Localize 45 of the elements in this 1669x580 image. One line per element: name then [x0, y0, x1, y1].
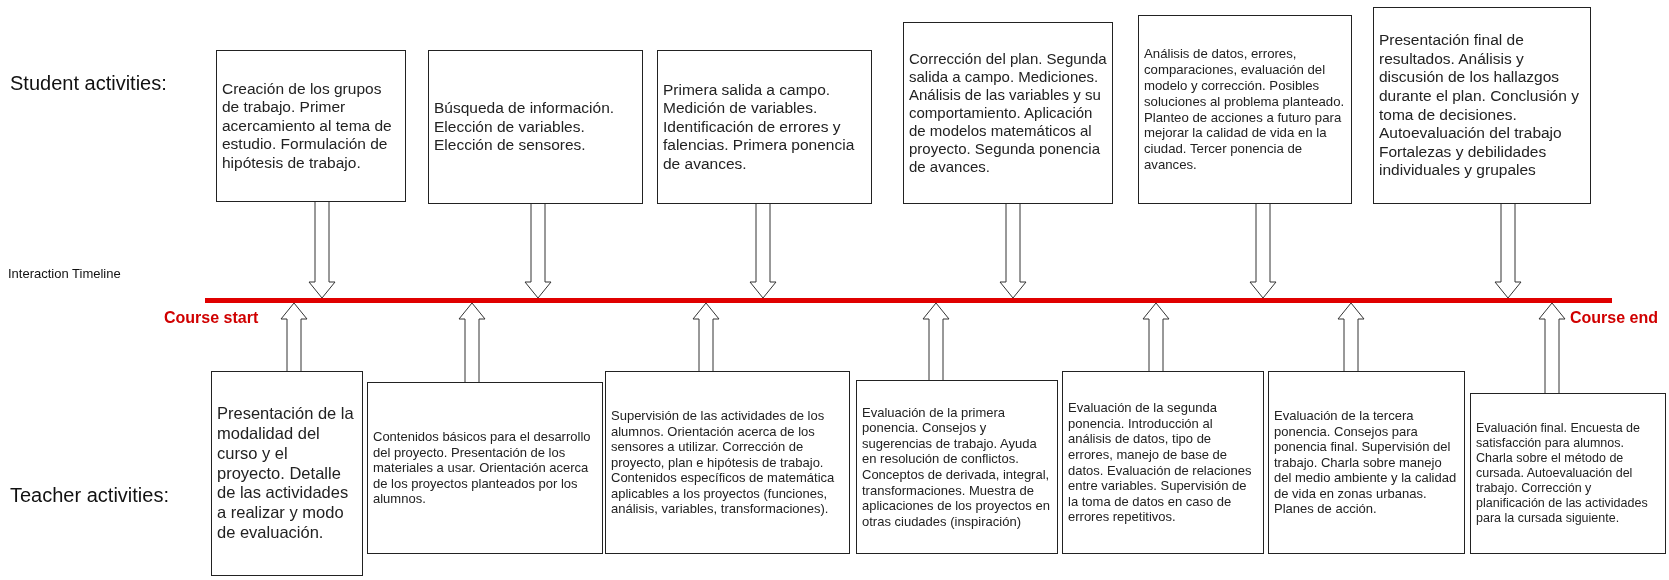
block-arrow [1337, 302, 1365, 372]
activity-text: Evaluación de la primera ponencia. Consejos y sugerencias de trabajo. Ayuda en resolución de conflictos. Conceptos de derivada, integral, transformaciones. Muestra de aplicaciones de los proyectos en otras ciudades (inspiración) [862, 404, 1051, 530]
activity-text: Corrección del plan. Segunda salida a campo. Mediciones. Análisis de las variables y su comportamiento. Aplicación de modelos matemáticos al proyecto. Segunda ponencia de avances. [909, 50, 1107, 176]
activity-box [1138, 15, 1352, 204]
block-arrow [999, 203, 1027, 299]
activity-text: Evaluación final. Encuesta de satisfacción para alumnos. Charla sobre el método de cursada. Autoevaluación del trabajo. Corrección y planificación de las actividades para la cursada siguiente. [1476, 421, 1649, 526]
activity-box [216, 50, 406, 202]
activity-box [605, 371, 850, 554]
block-arrow [458, 302, 486, 383]
timeline-label: Interaction Timeline [8, 266, 121, 281]
activity-box [1373, 7, 1591, 204]
block-arrow [524, 203, 552, 299]
activity-box [367, 382, 603, 554]
activity-box [1268, 371, 1465, 554]
block-arrow [308, 201, 336, 299]
block-arrow [1142, 302, 1170, 372]
activity-text: Presentación final de resultados. Análisis y discusión de los hallazgos durante el plan. Conclusión y toma de decisiones. Autoevaluación del trabajo Fortalezas y debilidades individuales y grupales [1379, 31, 1580, 180]
activity-box [1470, 393, 1666, 554]
block-arrow [922, 302, 950, 381]
activity-text: Análisis de datos, errores, comparaciones, evaluación del modelo y corrección. Posibles soluciones al problema planteado. Planteo de acciones a futuro para mejorar la calidad de vida en la ciudad. Tercer ponencia de avances. [1144, 46, 1346, 173]
block-arrow [1249, 203, 1277, 299]
start-label: Course start [164, 309, 259, 327]
block-arrow [692, 302, 720, 372]
end-label: Course end [1570, 309, 1658, 327]
block-arrow [1538, 302, 1566, 394]
activity-text: Evaluación de la segunda ponencia. Introducción al análisis de datos, tipo de errores, manejo de base de datos. Evaluación de relaciones entre variables. Supervisión de la toma de datos en caso de errores repetitivos. [1068, 400, 1253, 525]
block-arrow [749, 203, 777, 299]
row-heading: Teacher activities: [10, 484, 169, 507]
activity-text: Presentación de la modalidad del curso y el proyecto. Detalle de las actividades a realizar y modo de evaluación. [217, 404, 355, 543]
activity-box [428, 50, 643, 204]
activity-text: Supervisión de las actividades de los alumnos. Orientación acerca de los sensores a utilizar. Corrección de proyecto, plan e hipótesis de trabajo. Contenidos específicos de matemática aplicables a los proyectos (funciones, análisis, variables, transformaciones). [611, 407, 836, 518]
activity-text: Evaluación de la tercera ponencia. Consejos para ponencia final. Supervisión del trabajo. Charla sobre manejo del medio ambiente y la calidad de vida en zonas urbanas. Planes de acción. [1274, 407, 1458, 518]
timeline-bar [205, 298, 1612, 303]
activity-text: Primera salida a campo. Medición de variables. Identificación de errores y falencias. Primera ponencia de avances. [663, 80, 856, 174]
activity-box [211, 371, 363, 576]
activity-box [856, 380, 1058, 554]
block-arrow [280, 302, 308, 372]
activity-text: Creación de los grupos de trabajo. Primer acercamiento al tema de estudio. Formulación de hipótesis de trabajo. [222, 79, 393, 173]
block-arrow [1494, 203, 1522, 299]
activity-box [657, 50, 872, 204]
activity-box [1062, 371, 1264, 554]
row-heading: Student activities: [10, 72, 167, 95]
activity-text: Contenidos básicos para el desarrollo del proyecto. Presentación de los materiales a usar. Orientación acerca de los proyectos planteados por los alumnos. [373, 429, 592, 507]
activity-text: Búsqueda de información. Elección de variables. Elección de sensores. [434, 99, 616, 155]
activity-box [903, 22, 1113, 204]
